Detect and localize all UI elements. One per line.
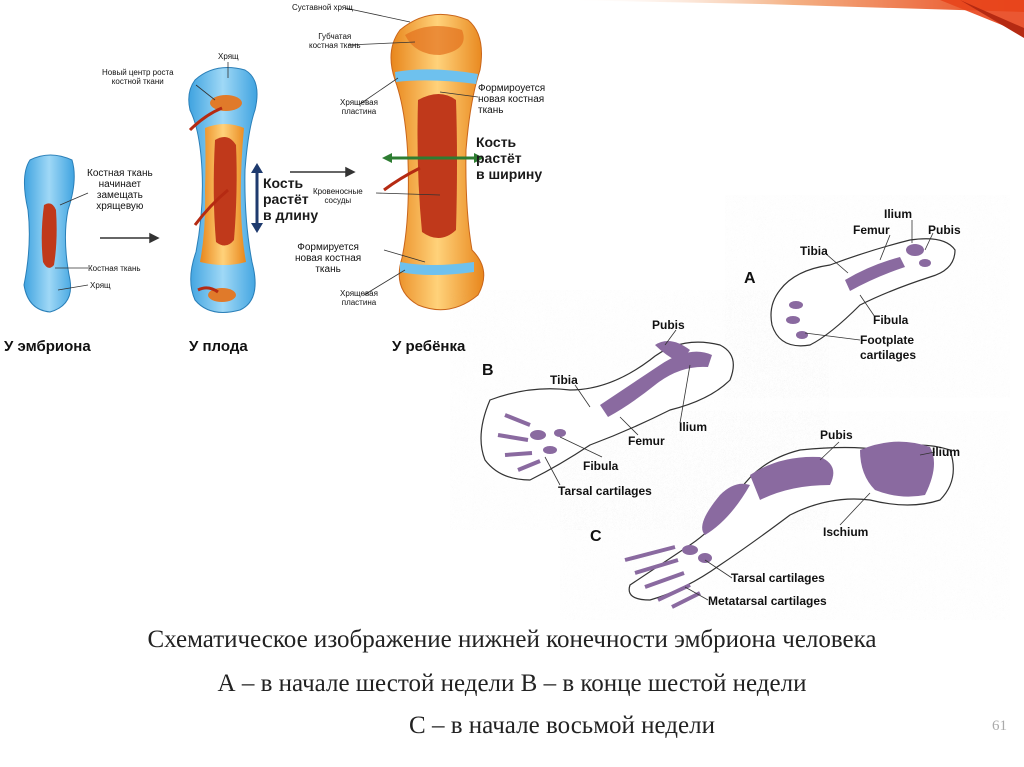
leader-lines [55,7,479,296]
embryo-bone [23,154,75,313]
limb-a [770,238,956,347]
limb-c-label-ilium: Ilium [932,445,961,459]
corner-decoration [560,0,1024,38]
label-plate-top: Хрящевая пластина [340,98,378,116]
stage-fetus: У плода [189,338,248,355]
fetus-bone [188,67,258,313]
limb-a-label-femur: Femur [853,223,890,237]
label-cartilage-embryo: Хрящ [90,281,111,290]
label-bone-replaces-cartilage: Костная ткань начинает замещать хрящевую [87,168,153,212]
limb-b-label-tibia: Tibia [550,373,578,387]
page-number: 61 [992,718,1007,734]
limb-a-label-pubis: Pubis [928,223,961,237]
limb-c-letter: C [590,528,602,545]
limb-b-letter: B [482,362,494,379]
label-bone-tissue: Костная ткань [88,264,141,273]
label-grows-width: Кость растёт в ширину [476,134,543,182]
limb-diagram [455,205,1000,620]
limb-c-label-metatarsal: Metatarsal cartilages [708,594,827,608]
label-vessels: Кровеносные сосуды [313,187,363,205]
stage-child: У ребёнка [392,338,466,355]
limb-a-label-ilium: Ilium [884,207,913,221]
progression-arrows [100,166,356,244]
limb-a-label-footplate: Footplate cartilages [860,333,917,362]
label-forming-bottom: Формируется новая костная ткань [295,242,362,275]
limb-leader-lines [544,220,936,601]
limb-b-label-pubis: Pubis [652,318,685,332]
bone-growth-diagram [23,7,485,313]
limb-c [624,441,954,609]
limb-a-label-fibula: Fibula [873,313,909,327]
caption-line-1: Схематическое изображение нижней конечно… [147,626,877,653]
limb-b-label-ilium: Ilium [679,420,708,434]
label-new-center: Новый центр роста костной ткани [102,68,174,86]
label-plate-bottom: Хрящевая пластина [340,289,378,307]
limb-b-label-femur: Femur [628,434,665,448]
limb-c-label-tarsal: Tarsal cartilages [731,571,825,585]
caption-line-2: А – в начале шестой недели В – в конце ш… [217,670,807,697]
stage-embryo: У эмбриона [4,338,91,355]
limb-c-label-pubis: Pubis [820,428,853,442]
limb-a-label-tibia: Tibia [800,244,828,258]
child-bone [382,13,485,311]
limb-c-label-ischium: Ischium [823,525,869,539]
label-grows-length: Кость растёт в длину [263,175,319,223]
caption-line-3: С – в начале восьмой недели [409,712,715,739]
length-arrow [251,163,263,233]
limb-b-label-fibula: Fibula [583,459,619,473]
label-forming-top: Формироуется новая костная ткань [478,83,546,116]
limb-b-label-tarsal: Tarsal cartilages [558,484,652,498]
label-joint-cartilage: Суставной хрящ [292,3,353,12]
limb-a-letter: A [744,270,756,287]
label-spongy-tissue: Губчатая костная ткань [309,32,361,50]
limb-b [480,341,734,481]
label-cartilage-fetus: Хрящ [218,52,239,61]
